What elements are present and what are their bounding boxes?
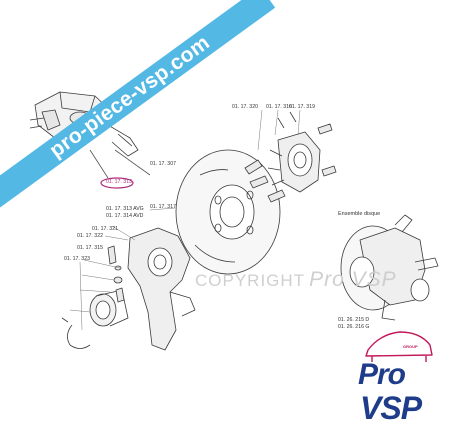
watermark-copyright: COPYRIGHT: [195, 271, 306, 290]
callout-label: 01. 17. 323: [64, 256, 90, 262]
steering-knuckle: [127, 227, 196, 351]
callout-label: 01. 26. 215 D: [338, 317, 370, 323]
circlip: [61, 317, 91, 349]
callout-label: 01. 17. 314 AVD: [106, 213, 144, 219]
callout-label: 01. 17. 316: [266, 104, 292, 110]
logo-vsp-text: VSP: [360, 390, 422, 426]
wheel-bearing: [89, 289, 129, 327]
callout-label: 01. 17. 322: [77, 233, 103, 239]
ensemble-assembly: [340, 214, 439, 321]
brake-disc: [175, 149, 281, 275]
leader-lines: [69, 109, 301, 331]
callout-label: 01. 17. 315: [77, 245, 103, 251]
studs: [244, 111, 337, 203]
callout-label: 01. 17. 307: [150, 161, 176, 167]
callout-label: 01. 17. 320: [232, 104, 258, 110]
ensemble-title: Ensemble disque: [338, 211, 381, 217]
wheel-hub: [267, 131, 321, 193]
watermark-brand: Pro VSP: [309, 268, 397, 291]
logo-pro-text: Pro: [358, 358, 406, 391]
callout-label: 01. 17. 321: [92, 226, 118, 232]
small-hardware: [107, 245, 125, 303]
callout-label: 01. 17. 313: [106, 179, 132, 185]
callout-label: 01. 17. 319: [289, 104, 315, 110]
callout-label: 01. 17. 317: [150, 204, 176, 210]
callout-label: 01. 26. 216 G: [338, 324, 370, 330]
logo-car: [365, 331, 433, 362]
highlight-ellipse: [100, 177, 134, 189]
callout-label: 01. 17. 313 AVG: [106, 206, 144, 212]
logo-group-text: GROUP: [403, 344, 418, 349]
